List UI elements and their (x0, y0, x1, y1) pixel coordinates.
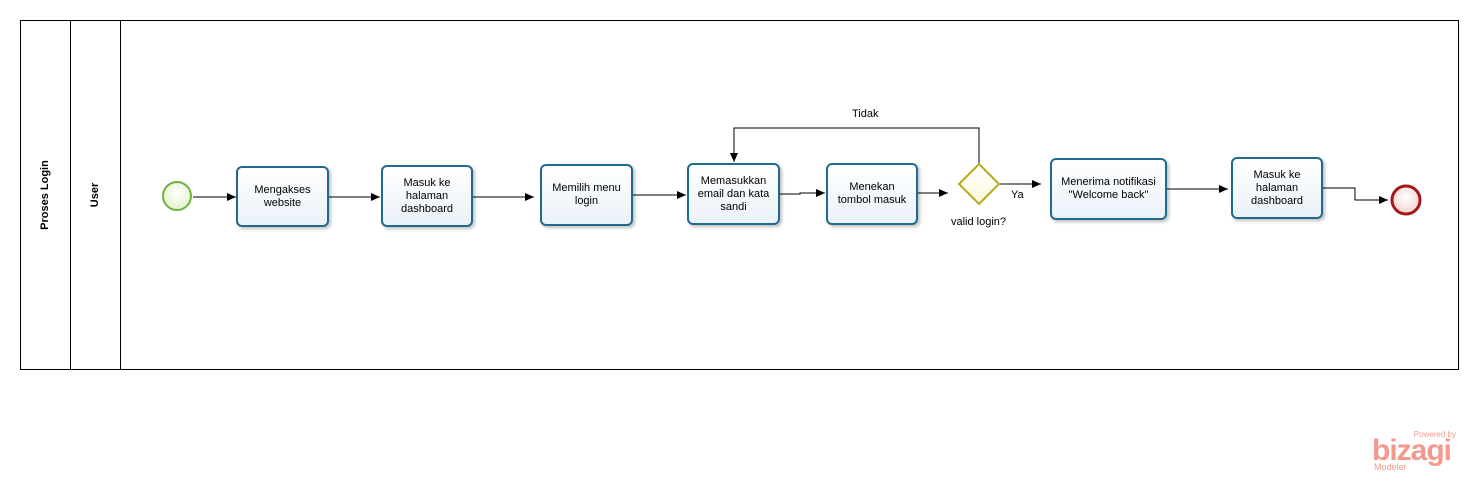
flow-label-tidak: Tidak (852, 108, 879, 120)
brand-logo: bizagi (1372, 434, 1452, 467)
task-memasukkan-email-sandi[interactable]: Memasukkan email dan kata sandi (687, 163, 780, 225)
bizagi-watermark: Powered by bizagi Modeler (1372, 430, 1462, 474)
end-event (1390, 184, 1422, 216)
gateway-label: valid login? (951, 216, 1007, 228)
exclusive-gateway (957, 162, 1001, 206)
task-masuk-halaman-dashboard-final[interactable]: Masuk ke halaman dashboard (1231, 157, 1323, 219)
brand-powered-text: Powered by (1413, 430, 1456, 439)
task-masuk-halaman-dashboard[interactable]: Masuk ke halaman dashboard (381, 165, 473, 227)
task-mengakses-website[interactable]: Mengakses website (236, 166, 329, 227)
start-event (162, 181, 192, 211)
task-label: Menerima notifikasi "Welcome back" (1061, 176, 1156, 201)
brand-product: Modeler (1374, 462, 1407, 472)
task-label: Memasukkan email dan kata sandi (697, 174, 770, 213)
task-label: Masuk ke halaman dashboard (401, 176, 453, 215)
pool (20, 20, 1459, 370)
task-menekan-tombol-masuk[interactable]: Menekan tombol masuk (826, 163, 918, 225)
flow-task4-to-task5 (780, 189, 825, 197)
flow-task7-to-end (1323, 187, 1388, 204)
task-memilih-menu-login[interactable]: Memilih menu login (540, 164, 633, 226)
task-label: Mengakses website (254, 183, 311, 209)
task-label: Memilih menu login (552, 182, 621, 207)
flow-gateway-no (730, 127, 980, 165)
flow-label-ya: Ya (1011, 189, 1024, 201)
task-label: Masuk ke halaman dashboard (1251, 168, 1303, 207)
task-label: Menekan tombol masuk (837, 181, 907, 206)
pool-header: Proses Login (20, 20, 71, 370)
task-menerima-notifikasi[interactable]: Menerima notifikasi "Welcome back" (1050, 158, 1167, 220)
lane-header: User (70, 20, 121, 370)
